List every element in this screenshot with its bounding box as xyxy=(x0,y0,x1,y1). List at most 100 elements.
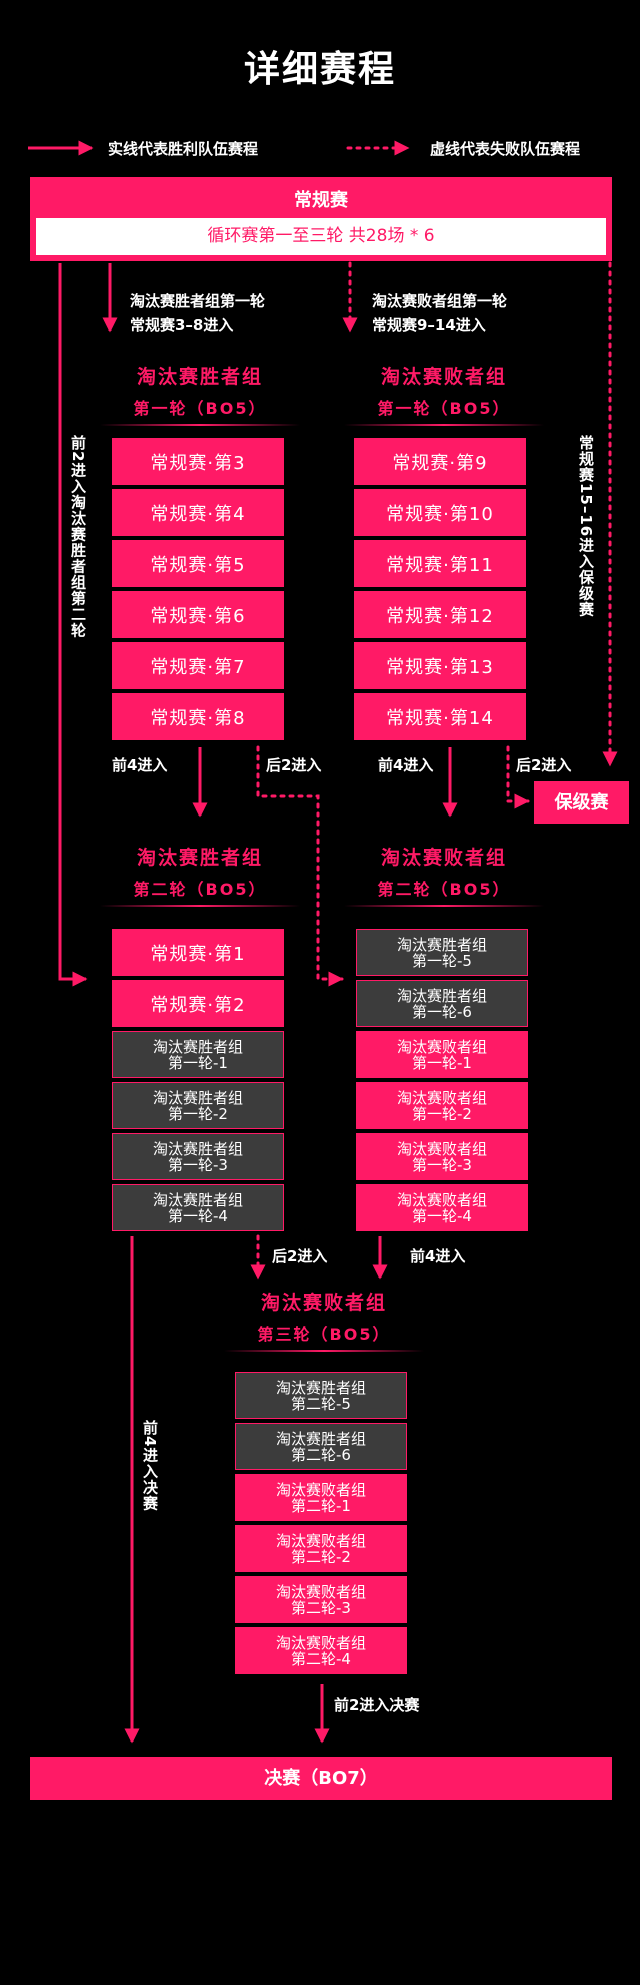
item-line-2: 第二轮-6 xyxy=(291,1445,351,1464)
list-item: 淘汰赛败者组第一轮-2 xyxy=(356,1082,528,1129)
arrow-lb-r1-bottom2 xyxy=(506,745,530,809)
lb-r1-rule xyxy=(344,424,544,426)
item-line-1: 淘汰赛败者组 xyxy=(275,1582,366,1601)
item-line-1: 淘汰赛胜者组 xyxy=(275,1429,366,1448)
list-item: 常规赛·第9 xyxy=(354,438,526,485)
list-item: 淘汰赛胜者组第一轮-3 xyxy=(112,1133,284,1180)
label-lb-r2-top4: 前4进入 xyxy=(410,1247,466,1265)
item-line-1: 淘汰赛胜者组 xyxy=(152,1190,243,1209)
note-line: 淘汰赛败者组第一轮 xyxy=(372,292,508,310)
item-line-2: 第一轮-3 xyxy=(168,1155,228,1174)
label-wb-r2-bottom2: 后2进入 xyxy=(272,1247,328,1265)
item-line-1: 淘汰赛败者组 xyxy=(275,1531,366,1550)
list-item: 淘汰赛败者组第二轮-4 xyxy=(235,1627,407,1674)
label-lb-bottom2: 后2进入 xyxy=(516,756,572,774)
item-line-1: 淘汰赛胜者组 xyxy=(396,935,487,954)
note-line: 淘汰赛胜者组第一轮 xyxy=(130,292,266,310)
page-title: 详细赛程 xyxy=(243,49,396,90)
legend-solid-text: 实线代表胜利队伍赛程 xyxy=(108,140,259,158)
item-line-2: 第一轮-4 xyxy=(412,1206,472,1225)
item-line-2: 第一轮-3 xyxy=(412,1155,472,1174)
list-item: 淘汰赛胜者组第一轮-5 xyxy=(356,929,528,976)
item-line-1: 淘汰赛胜者组 xyxy=(152,1037,243,1056)
list-item: 淘汰赛败者组第二轮-3 xyxy=(235,1576,407,1623)
list-item: 常规赛·第5 xyxy=(112,540,284,587)
item-line-1: 淘汰赛败者组 xyxy=(396,1037,487,1056)
lb-r2-sub: 第二轮（BO5） xyxy=(377,880,511,899)
item-line-1: 淘汰赛败者组 xyxy=(396,1190,487,1209)
note-line: 常规赛3–8进入 xyxy=(130,316,234,334)
list-item: 常规赛·第12 xyxy=(354,591,526,638)
item-line-1: 淘汰赛败者组 xyxy=(396,1139,487,1158)
label-wb-top4: 前4进入 xyxy=(112,756,168,774)
label-lb-r3-top2: 前2进入决赛 xyxy=(334,1696,420,1714)
item-line-1: 淘汰赛败者组 xyxy=(275,1480,366,1499)
lb-r3-title: 淘汰赛败者组 xyxy=(260,1292,387,1314)
wb-r1-list: 常规赛·第3 常规赛·第4 常规赛·第5 常规赛·第6 常规赛·第7 常规赛·第… xyxy=(112,438,284,740)
list-item: 淘汰赛败者组第一轮-1 xyxy=(356,1031,528,1078)
lb-r1-list: 常规赛·第9 常规赛·第10 常规赛·第11 常规赛·第12 常规赛·第13 常… xyxy=(354,438,526,740)
regular-season-detail: 循环赛第一至三轮 共28场 * 6 xyxy=(36,218,606,255)
item-line-2: 第二轮-5 xyxy=(291,1394,351,1413)
list-item: 淘汰赛败者组第二轮-2 xyxy=(235,1525,407,1572)
item-line-2: 第一轮-2 xyxy=(168,1104,228,1123)
lb-r3-rule xyxy=(224,1350,424,1352)
note-bottom: 常规赛15–16进入保级赛 xyxy=(577,435,595,618)
item-line-2: 第二轮-1 xyxy=(291,1496,351,1515)
final-box: 决赛（BO7） xyxy=(30,1757,612,1800)
lb-r1-sub: 第一轮（BO5） xyxy=(377,399,511,418)
list-item: 常规赛·第6 xyxy=(112,591,284,638)
item-line-2: 第二轮-3 xyxy=(291,1598,351,1617)
item-line-1: 淘汰赛败者组 xyxy=(275,1633,366,1652)
arrow-top2-to-wb-r2 xyxy=(58,263,88,987)
list-item: 淘汰赛胜者组第一轮-4 xyxy=(112,1184,284,1231)
item-line-2: 第一轮-1 xyxy=(412,1053,472,1072)
item-line-2: 第一轮-2 xyxy=(412,1104,472,1123)
note-top2: 前2进入淘汰赛胜者组第二轮 xyxy=(69,435,87,639)
list-item: 常规赛·第3 xyxy=(112,438,284,485)
list-item: 常规赛·第8 xyxy=(112,693,284,740)
item-line-1: 淘汰赛胜者组 xyxy=(396,986,487,1005)
list-item: 淘汰赛胜者组第一轮-1 xyxy=(112,1031,284,1078)
list-item: 淘汰赛胜者组第二轮-6 xyxy=(235,1423,407,1470)
list-item: 常规赛·第2 xyxy=(112,980,284,1027)
lb-r1-title: 淘汰赛败者组 xyxy=(380,366,507,388)
list-item: 常规赛·第13 xyxy=(354,642,526,689)
list-item: 淘汰赛胜者组第二轮-5 xyxy=(235,1372,407,1419)
legend-dotted-text: 虚线代表失败队伍赛程 xyxy=(430,140,581,158)
item-line-2: 第一轮-6 xyxy=(412,1002,472,1021)
item-line-2: 第二轮-4 xyxy=(291,1649,351,1668)
list-item: 淘汰赛败者组第一轮-4 xyxy=(356,1184,528,1231)
wb-r2-rule xyxy=(100,905,300,907)
wb-r1-sub: 第一轮（BO5） xyxy=(133,399,267,418)
list-item: 常规赛·第7 xyxy=(112,642,284,689)
lb-r3-list: 淘汰赛胜者组第二轮-5 淘汰赛胜者组第二轮-6 淘汰赛败者组第二轮-1 淘汰赛败… xyxy=(235,1372,407,1674)
wb-r1-rule xyxy=(100,424,300,426)
note-wb-r1: 淘汰赛胜者组第一轮 常规赛3–8进入 xyxy=(130,289,265,337)
item-line-2: 第一轮-5 xyxy=(412,951,472,970)
list-item: 淘汰赛败者组第一轮-3 xyxy=(356,1133,528,1180)
item-line-1: 淘汰赛败者组 xyxy=(396,1088,487,1107)
lb-r2-rule xyxy=(344,905,544,907)
lb-r3-sub: 第三轮（BO5） xyxy=(257,1325,391,1344)
item-line-2: 第一轮-1 xyxy=(168,1053,228,1072)
label-lb-top4: 前4进入 xyxy=(378,756,434,774)
item-line-1: 淘汰赛胜者组 xyxy=(275,1378,366,1397)
wb-r2-list: 常规赛·第1 常规赛·第2 淘汰赛胜者组第一轮-1 淘汰赛胜者组第一轮-2 淘汰… xyxy=(112,929,284,1231)
regular-season-box: 常规赛 循环赛第一至三轮 共28场 * 6 xyxy=(30,177,612,261)
note-line: 常规赛9–14进入 xyxy=(372,316,486,334)
wb-r2-title: 淘汰赛胜者组 xyxy=(136,847,263,869)
arrow-wb-r1-bottom2 xyxy=(256,745,344,987)
list-item: 淘汰赛胜者组第一轮-6 xyxy=(356,980,528,1027)
item-line-2: 第一轮-4 xyxy=(168,1206,228,1225)
list-item: 常规赛·第10 xyxy=(354,489,526,536)
item-line-2: 第二轮-2 xyxy=(291,1547,351,1566)
list-item: 常规赛·第14 xyxy=(354,693,526,740)
list-item: 常规赛·第4 xyxy=(112,489,284,536)
lb-r2-title: 淘汰赛败者组 xyxy=(380,847,507,869)
item-line-1: 淘汰赛胜者组 xyxy=(152,1139,243,1158)
list-item: 淘汰赛败者组第二轮-1 xyxy=(235,1474,407,1521)
list-item: 淘汰赛胜者组第一轮-2 xyxy=(112,1082,284,1129)
list-item: 常规赛·第1 xyxy=(112,929,284,976)
